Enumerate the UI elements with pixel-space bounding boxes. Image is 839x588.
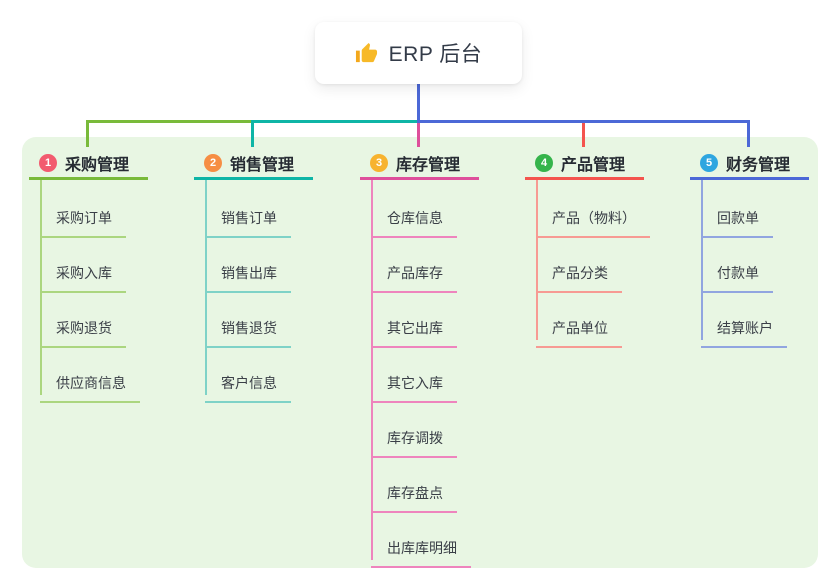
child-label-4-1: 产品（物料） — [552, 210, 636, 226]
child-node-5-3[interactable]: 结算账户 — [701, 308, 787, 348]
branch-label-1: 采购管理 — [65, 157, 130, 174]
child-label-3-6: 库存盘点 — [387, 485, 443, 501]
branch-badge-4: 4 — [535, 154, 553, 172]
child-label-3-4: 其它入库 — [387, 375, 443, 391]
branch-badge-1: 1 — [39, 154, 57, 172]
child-node-4-2[interactable]: 产品分类 — [536, 253, 622, 293]
branch-label-5: 财务管理 — [726, 157, 791, 174]
child-node-2-1[interactable]: 销售订单 — [205, 198, 291, 238]
branch-node-5[interactable]: 5 财务管理 — [690, 149, 809, 180]
child-node-3-3[interactable]: 其它出库 — [371, 308, 457, 348]
child-label-2-3: 销售退货 — [221, 320, 277, 336]
child-label-4-3: 产品单位 — [552, 320, 608, 336]
mindmap-canvas — [22, 137, 818, 568]
child-node-5-2[interactable]: 付款单 — [701, 253, 773, 293]
child-label-3-3: 其它出库 — [387, 320, 443, 336]
child-node-2-3[interactable]: 销售退货 — [205, 308, 291, 348]
child-label-4-2: 产品分类 — [552, 265, 608, 281]
branch-badge-5: 5 — [700, 154, 718, 172]
child-label-3-7: 出库库明细 — [387, 540, 457, 556]
branch-label-4: 产品管理 — [561, 157, 626, 174]
child-label-2-2: 销售出库 — [221, 265, 277, 281]
child-node-3-7[interactable]: 出库库明细 — [371, 528, 471, 568]
child-label-5-3: 结算账户 — [717, 320, 773, 336]
child-label-1-2: 采购入库 — [56, 265, 112, 281]
connector-bus-right — [417, 120, 750, 123]
branch-child-line-3 — [371, 180, 373, 560]
root-node-label: ERP 后台 — [388, 43, 483, 66]
branch-node-2[interactable]: 2 销售管理 — [194, 149, 313, 180]
child-label-1-4: 供应商信息 — [56, 375, 126, 391]
connector-drop-3 — [417, 120, 420, 147]
child-node-1-2[interactable]: 采购入库 — [40, 253, 126, 293]
child-node-3-5[interactable]: 库存调拨 — [371, 418, 457, 458]
child-label-5-2: 付款单 — [717, 265, 759, 281]
child-node-1-4[interactable]: 供应商信息 — [40, 363, 140, 403]
connector-bus-left — [86, 120, 254, 123]
connector-drop-2 — [251, 120, 254, 147]
child-node-4-3[interactable]: 产品单位 — [536, 308, 622, 348]
child-node-4-1[interactable]: 产品（物料） — [536, 198, 650, 238]
branch-node-1[interactable]: 1 采购管理 — [29, 149, 148, 180]
thumbs-up-icon — [355, 42, 378, 65]
branch-node-3[interactable]: 3 库存管理 — [360, 149, 479, 180]
root-node[interactable]: ERP 后台 — [315, 22, 522, 84]
child-node-3-6[interactable]: 库存盘点 — [371, 473, 457, 513]
branch-child-line-5 — [701, 180, 703, 340]
branch-badge-3: 3 — [370, 154, 388, 172]
child-label-3-2: 产品库存 — [387, 265, 443, 281]
branch-child-line-1 — [40, 180, 42, 395]
connector-drop-5 — [747, 120, 750, 147]
child-label-3-1: 仓库信息 — [387, 210, 443, 226]
child-node-5-1[interactable]: 回款单 — [701, 198, 773, 238]
child-node-3-2[interactable]: 产品库存 — [371, 253, 457, 293]
child-node-2-2[interactable]: 销售出库 — [205, 253, 291, 293]
branch-label-2: 销售管理 — [230, 157, 295, 174]
branch-child-line-4 — [536, 180, 538, 340]
child-node-1-1[interactable]: 采购订单 — [40, 198, 126, 238]
child-label-1-1: 采购订单 — [56, 210, 112, 226]
branch-node-4[interactable]: 4 产品管理 — [525, 149, 644, 180]
child-label-3-5: 库存调拨 — [387, 430, 443, 446]
branch-label-3: 库存管理 — [396, 157, 461, 174]
branch-child-line-2 — [205, 180, 207, 395]
child-label-2-1: 销售订单 — [221, 210, 277, 226]
connector-bus-middle — [251, 120, 417, 123]
child-label-1-3: 采购退货 — [56, 320, 112, 336]
child-label-2-4: 客户信息 — [221, 375, 277, 391]
connector-root-line — [417, 84, 420, 123]
child-node-1-3[interactable]: 采购退货 — [40, 308, 126, 348]
child-node-3-4[interactable]: 其它入库 — [371, 363, 457, 403]
connector-drop-4 — [582, 120, 585, 147]
connector-drop-1 — [86, 120, 89, 147]
child-node-3-1[interactable]: 仓库信息 — [371, 198, 457, 238]
child-label-5-1: 回款单 — [717, 210, 759, 226]
child-node-2-4[interactable]: 客户信息 — [205, 363, 291, 403]
branch-badge-2: 2 — [204, 154, 222, 172]
